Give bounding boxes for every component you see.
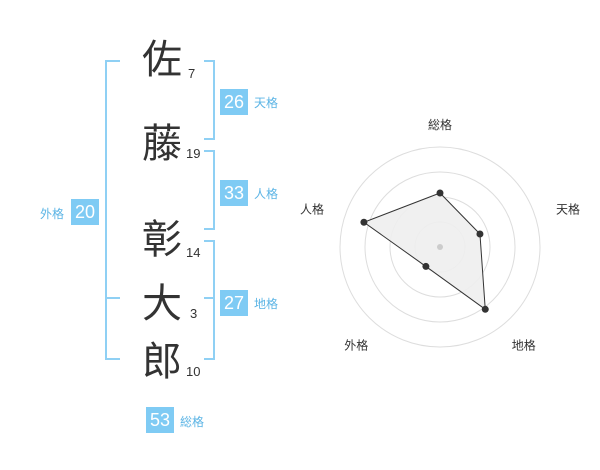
gaikaku-value-badge: 20: [71, 199, 99, 225]
radar-points: [360, 189, 489, 313]
radar-point-3: [481, 305, 489, 313]
radar-axis-label-5: 人格: [300, 201, 324, 216]
radar-axis-label-4: 外格: [344, 338, 368, 353]
soukaku-label: 総格: [180, 415, 205, 429]
name-char-4: 大: [142, 281, 182, 327]
radar-axis-label-3: 地格: [512, 338, 536, 353]
chikaku-value-badge: 27: [220, 290, 248, 316]
name-char-1: 佐: [142, 37, 182, 83]
jinkaku-value-badge: 33: [220, 180, 248, 206]
stroke-count-5: 10: [186, 364, 201, 379]
jinkaku-label: 人格: [254, 187, 279, 201]
tenkaku-bracket: [204, 60, 215, 140]
outer-bracket: [105, 60, 120, 360]
tenkaku-value-badge: 26: [220, 89, 248, 115]
gaikaku-label: 外格: [40, 207, 65, 221]
radar-point-1: [436, 189, 444, 197]
tenkaku-label: 天格: [254, 96, 279, 110]
stroke-count-1: 7: [188, 66, 196, 81]
radar-point-4: [422, 262, 430, 270]
name-char-3: 彰: [142, 217, 182, 263]
name-char-2: 藤: [142, 121, 182, 167]
radar-axis-label-1: 総格: [428, 117, 452, 132]
name-char-5: 郎: [142, 339, 182, 385]
stroke-count-4: 3: [190, 306, 198, 321]
radar-point-2: [476, 230, 484, 238]
chikaku-bracket: [204, 240, 215, 360]
soukaku-value-badge: 53: [146, 407, 174, 433]
chikaku-label: 地格: [254, 297, 279, 311]
stroke-count-3: 14: [186, 245, 201, 260]
jinkaku-bracket: [204, 150, 215, 230]
radar-ring-3: [364, 171, 516, 323]
radar-point-5: [360, 218, 368, 226]
radar-ring-4: [339, 146, 541, 348]
stroke-count-2: 19: [186, 146, 201, 161]
radar-center-dot: [437, 244, 443, 250]
radar-data-polygon: [362, 192, 486, 311]
radar-axis-label-2: 天格: [556, 201, 580, 216]
